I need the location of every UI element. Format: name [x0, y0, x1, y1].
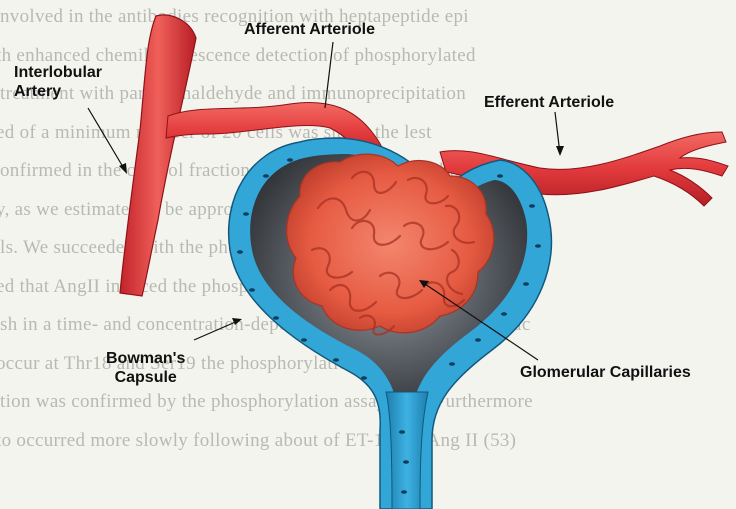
nucleus-dot — [243, 212, 249, 216]
nucleus-dot — [529, 204, 535, 208]
nucleus-dot — [273, 316, 279, 320]
label-afferent-arteriole: Afferent Arteriole — [244, 20, 375, 39]
arrowhead-interlobular — [119, 163, 127, 174]
label-efferent-arteriole: Efferent Arteriole — [484, 93, 614, 112]
label-interlobular-line2: Artery — [14, 83, 61, 100]
label-bowman-line2: Capsule — [115, 369, 177, 386]
nucleus-dot — [523, 282, 529, 286]
nucleus-dot — [237, 250, 243, 254]
label-glomerular-capillaries: Glomerular Capillaries — [520, 363, 691, 382]
label-bowmans-capsule: Bowman's Capsule — [106, 349, 185, 387]
interlobular-artery — [120, 15, 196, 296]
nucleus-dot — [287, 158, 293, 162]
label-interlobular-line1: Interlobular — [14, 64, 102, 81]
nucleus-dot — [475, 338, 481, 342]
pointer-interlobular — [88, 108, 126, 172]
nucleus-dot — [401, 490, 407, 494]
label-bowman-line1: Bowman's — [106, 350, 185, 367]
nucleus-dot — [249, 288, 255, 292]
arrowhead-efferent — [556, 146, 564, 156]
nucleus-dot — [263, 174, 269, 178]
nucleus-dot — [497, 174, 503, 178]
nucleus-dot — [403, 460, 409, 464]
label-interlobular-artery: Interlobular Artery — [14, 63, 102, 101]
nucleus-dot — [399, 430, 405, 434]
nucleus-dot — [361, 376, 367, 380]
nucleus-dot — [449, 362, 455, 366]
nucleus-dot — [333, 358, 339, 362]
pointer-bowman — [194, 320, 240, 340]
arrowhead-bowman — [232, 318, 242, 325]
nucleus-dot — [535, 244, 541, 248]
pointer-afferent — [325, 42, 333, 108]
nucleus-dot — [501, 312, 507, 316]
nucleus-dot — [301, 338, 307, 342]
